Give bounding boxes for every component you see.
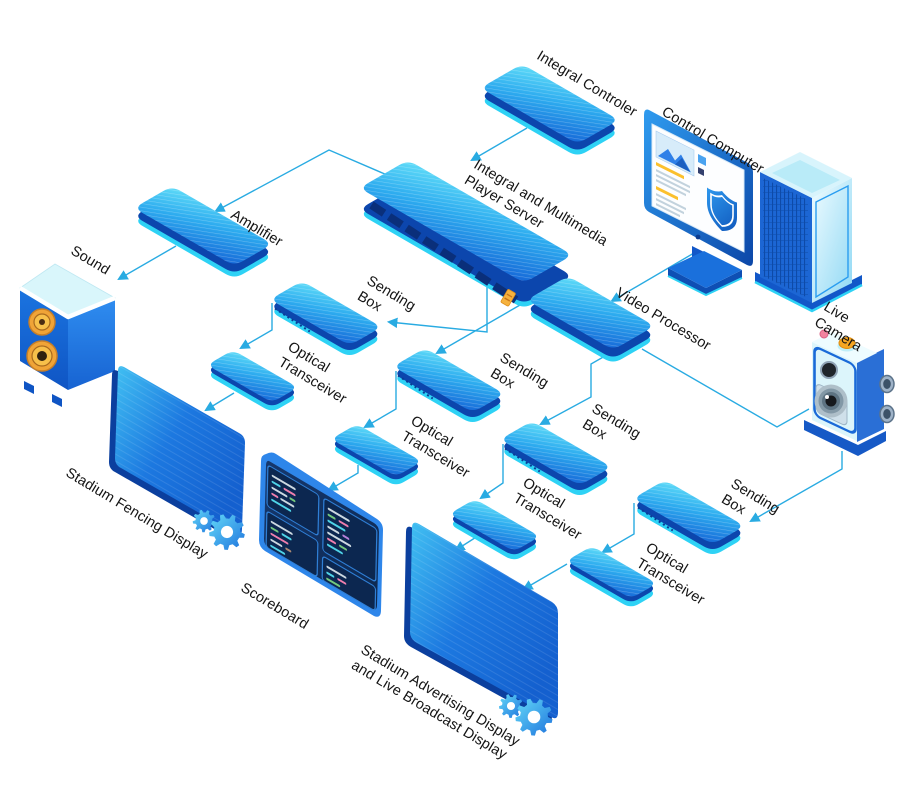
sending-box-1-node[interactable] — [270, 281, 382, 358]
camera-lens-icon — [814, 361, 848, 418]
connector-amplifier-to-sound — [117, 245, 177, 281]
optical-transceiver-4-node[interactable] — [566, 546, 657, 609]
scoreboard-content — [265, 465, 378, 611]
speaker-foot — [52, 394, 62, 407]
sending-box-3-node[interactable] — [500, 421, 612, 498]
port-dots — [397, 374, 434, 400]
connector-control-computer-to-video-processor — [610, 252, 695, 303]
camera-button-icon — [819, 329, 829, 339]
player-server-node[interactable] — [360, 160, 573, 309]
connection-lines — [117, 127, 843, 591]
amplifier-node[interactable] — [134, 186, 273, 279]
sending-box-2-node[interactable] — [393, 348, 505, 425]
connector-optical-transceiver-2-to-scoreboard — [327, 465, 359, 492]
speaker-foot — [24, 381, 34, 394]
stadium-fencing-display-node[interactable] — [109, 366, 245, 550]
control-computer-tower-node[interactable] — [754, 152, 863, 313]
connector-video-processor-to-sending-box-2 — [435, 300, 528, 355]
speaker-cone-icon — [28, 308, 56, 336]
connector-sending-box-1-to-optical-transceiver-1 — [239, 303, 273, 350]
server-key-detail — [500, 289, 516, 307]
camera-knob-icon — [879, 374, 895, 394]
connector-video-processor-to-sending-box-3 — [539, 351, 613, 425]
sending-box-4-node[interactable] — [633, 480, 745, 557]
server-vents — [369, 201, 519, 304]
sound-node[interactable] — [18, 263, 116, 407]
gear-icon — [192, 509, 245, 550]
control-computer-monitor-node[interactable] — [644, 109, 753, 297]
port-dots — [274, 307, 311, 333]
port-dots — [504, 447, 541, 473]
optical-transceiver-2-node[interactable] — [331, 424, 422, 487]
monitor-screen-content — [655, 130, 737, 231]
optical-transceiver-1-node[interactable] — [207, 350, 298, 413]
connector-integral-controller-to-player-server — [470, 127, 528, 162]
shield-icon — [707, 187, 737, 231]
connector-player-server-to-amplifier — [214, 149, 409, 212]
advertising-display-node[interactable] — [404, 522, 558, 736]
port-dots — [637, 506, 674, 532]
connector-sending-box-4-to-optical-transceiver-4 — [601, 503, 635, 554]
connector-optical-transceiver-1-to-stadium-fencing-display — [204, 392, 235, 412]
connector-sending-box-3-to-optical-transceiver-3 — [479, 444, 504, 500]
scoreboard-node[interactable] — [259, 452, 383, 617]
integral-controller-node[interactable] — [480, 64, 619, 157]
camera-button-icon — [838, 337, 856, 349]
connector-optical-transceiver-4-to-advertising-display — [522, 563, 568, 591]
gear-icon — [499, 694, 553, 736]
speaker-cone-icon — [26, 340, 58, 372]
camera-knob-icon — [879, 404, 895, 424]
connector-sending-box-2-to-optical-transceiver-2 — [363, 371, 397, 429]
optical-transceiver-3-node[interactable] — [449, 499, 540, 562]
connector-video-processor-to-live-camera — [641, 348, 810, 428]
connector-live-camera-to-sending-box-4 — [749, 451, 843, 523]
video-processor-node[interactable] — [526, 276, 654, 364]
tower-vent-grid — [763, 178, 808, 298]
connector-player-server-to-sending-box-1 — [386, 267, 488, 333]
live-camera-node[interactable] — [804, 329, 895, 456]
